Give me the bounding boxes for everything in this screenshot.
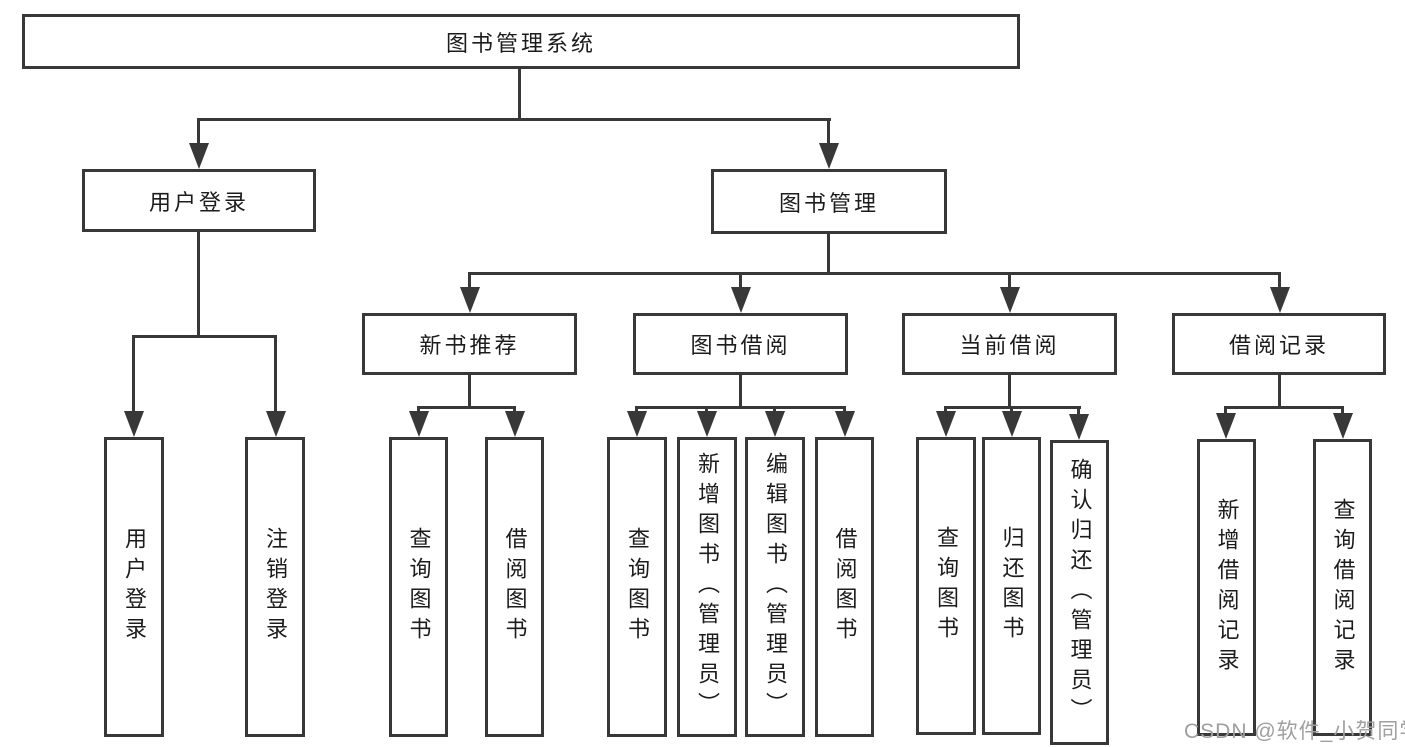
arrow-down-icon	[936, 411, 956, 437]
connector-level2-branch	[197, 118, 831, 121]
connector-current-borrow-trunk	[1008, 375, 1011, 406]
arrow-down-icon	[505, 411, 525, 437]
node-leaf-query-book-2: 查询图书	[607, 437, 667, 737]
node-current-borrow-label: 当前借阅	[959, 333, 1060, 358]
connector-stem-leaf	[773, 406, 776, 413]
arrow-down-icon	[1333, 413, 1353, 439]
node-book-borrow-label: 图书借阅	[690, 333, 791, 358]
node-leaf-add-book-admin: 新增图书（管理员）	[677, 437, 737, 737]
connector-stem-leaf	[843, 406, 846, 413]
node-user-login-label: 用户登录	[148, 189, 249, 215]
connector-book-borrow-branch	[635, 406, 846, 409]
node-leaf-add-borrow-record: 新增借阅记录	[1197, 439, 1256, 736]
node-book-mgmt: 图书管理	[711, 169, 947, 234]
arrow-down-icon	[1270, 287, 1290, 313]
connector-stem-user-login	[197, 118, 200, 145]
arrow-down-icon	[266, 411, 286, 437]
node-current-borrow: 当前借阅	[902, 313, 1117, 375]
connector-stem-leaf-user-login	[132, 335, 135, 413]
node-leaf-logout: 注销登录	[245, 437, 305, 737]
connector-user-login-branch	[132, 335, 277, 338]
arrow-down-icon	[765, 411, 785, 437]
connector-book-borrow-trunk	[739, 375, 742, 406]
node-borrow-record: 借阅记录	[1172, 313, 1386, 375]
arrow-down-icon	[731, 287, 751, 313]
connector-stem-book-borrow	[739, 272, 742, 289]
node-leaf-query-book-1: 查询图书	[389, 437, 448, 737]
node-leaf-user-login: 用户登录	[104, 437, 164, 737]
connector-stem-leaf	[417, 406, 420, 413]
node-leaf-borrow-book-1-label: 借阅图书	[502, 527, 528, 647]
connector-book-mgmt-trunk	[827, 234, 830, 272]
node-leaf-query-book-3-label: 查询图书	[934, 526, 959, 646]
node-leaf-add-borrow-record-label: 新增借阅记录	[1214, 497, 1240, 678]
node-leaf-logout-label: 注销登录	[263, 527, 288, 647]
arrow-down-icon	[189, 143, 209, 169]
connector-stem-book-mgmt	[827, 118, 830, 145]
node-leaf-borrow-book-2: 借阅图书	[815, 437, 874, 737]
node-new-book-rec-label: 新书推荐	[419, 333, 520, 358]
connector-stem-new-book-rec	[468, 272, 471, 289]
node-borrow-record-label: 借阅记录	[1228, 333, 1329, 358]
arrow-down-icon	[697, 411, 717, 437]
arrow-down-icon	[124, 411, 144, 437]
connector-stem-leaf	[944, 406, 947, 413]
node-root: 图书管理系统	[22, 14, 1020, 69]
node-book-borrow: 图书借阅	[633, 313, 848, 375]
arrow-down-icon	[835, 411, 855, 437]
connector-borrow-record-branch	[1224, 406, 1344, 409]
node-leaf-query-book-3: 查询图书	[916, 437, 976, 735]
arrow-down-icon	[627, 411, 647, 437]
node-leaf-return-book: 归还图书	[982, 437, 1041, 735]
node-leaf-query-borrow-record: 查询借阅记录	[1313, 439, 1372, 736]
csdn-watermark: CSDN @软件_小贺同学	[1184, 720, 1405, 743]
node-leaf-query-borrow-record-label: 查询借阅记录	[1330, 497, 1356, 678]
node-book-mgmt-label: 图书管理	[778, 190, 879, 216]
connector-level3-branch	[468, 272, 1281, 275]
connector-stem-current-borrow	[1008, 272, 1011, 289]
arrow-down-icon	[409, 411, 429, 437]
node-leaf-edit-book-admin-label: 编辑图书（管理员）	[763, 452, 788, 722]
node-leaf-add-book-admin-label: 新增图书（管理员）	[695, 452, 720, 722]
connector-stem-leaf	[1224, 406, 1227, 415]
connector-stem-borrow-record	[1278, 272, 1281, 289]
node-leaf-query-book-2-label: 查询图书	[625, 527, 650, 647]
arrow-down-icon	[819, 143, 839, 169]
node-new-book-rec: 新书推荐	[362, 313, 577, 375]
node-user-login: 用户登录	[82, 169, 316, 232]
node-leaf-confirm-return-admin-label: 确认归还（管理员）	[1067, 457, 1093, 728]
connector-stem-leaf	[635, 406, 638, 413]
connector-stem-leaf	[705, 406, 708, 413]
node-root-label: 图书管理系统	[445, 30, 596, 56]
node-leaf-user-login-label: 用户登录	[122, 527, 147, 647]
connector-stem-leaf	[1341, 406, 1344, 415]
node-leaf-edit-book-admin: 编辑图书（管理员）	[745, 437, 805, 737]
arrow-down-icon	[460, 287, 480, 313]
connector-stem-leaf-logout	[274, 335, 277, 413]
connector-stem-leaf	[1077, 406, 1080, 416]
node-leaf-query-book-1-label: 查询图书	[406, 527, 432, 647]
connector-stem-leaf	[513, 406, 516, 413]
connector-new-book-rec-branch	[417, 406, 516, 409]
arrow-down-icon	[1002, 411, 1022, 437]
connector-stem-leaf	[1010, 406, 1013, 413]
node-leaf-return-book-label: 归还图书	[999, 526, 1025, 646]
connector-new-book-rec-trunk	[468, 375, 471, 406]
node-leaf-borrow-book-2-label: 借阅图书	[832, 527, 858, 647]
node-leaf-borrow-book-1: 借阅图书	[485, 437, 544, 737]
connector-borrow-record-trunk	[1278, 375, 1281, 406]
connector-root-stem	[518, 69, 521, 118]
arrow-down-icon	[1000, 287, 1020, 313]
arrow-down-icon	[1069, 414, 1089, 440]
node-leaf-confirm-return-admin: 确认归还（管理员）	[1050, 440, 1109, 745]
connector-user-login-trunk	[197, 232, 200, 335]
arrow-down-icon	[1216, 413, 1236, 439]
